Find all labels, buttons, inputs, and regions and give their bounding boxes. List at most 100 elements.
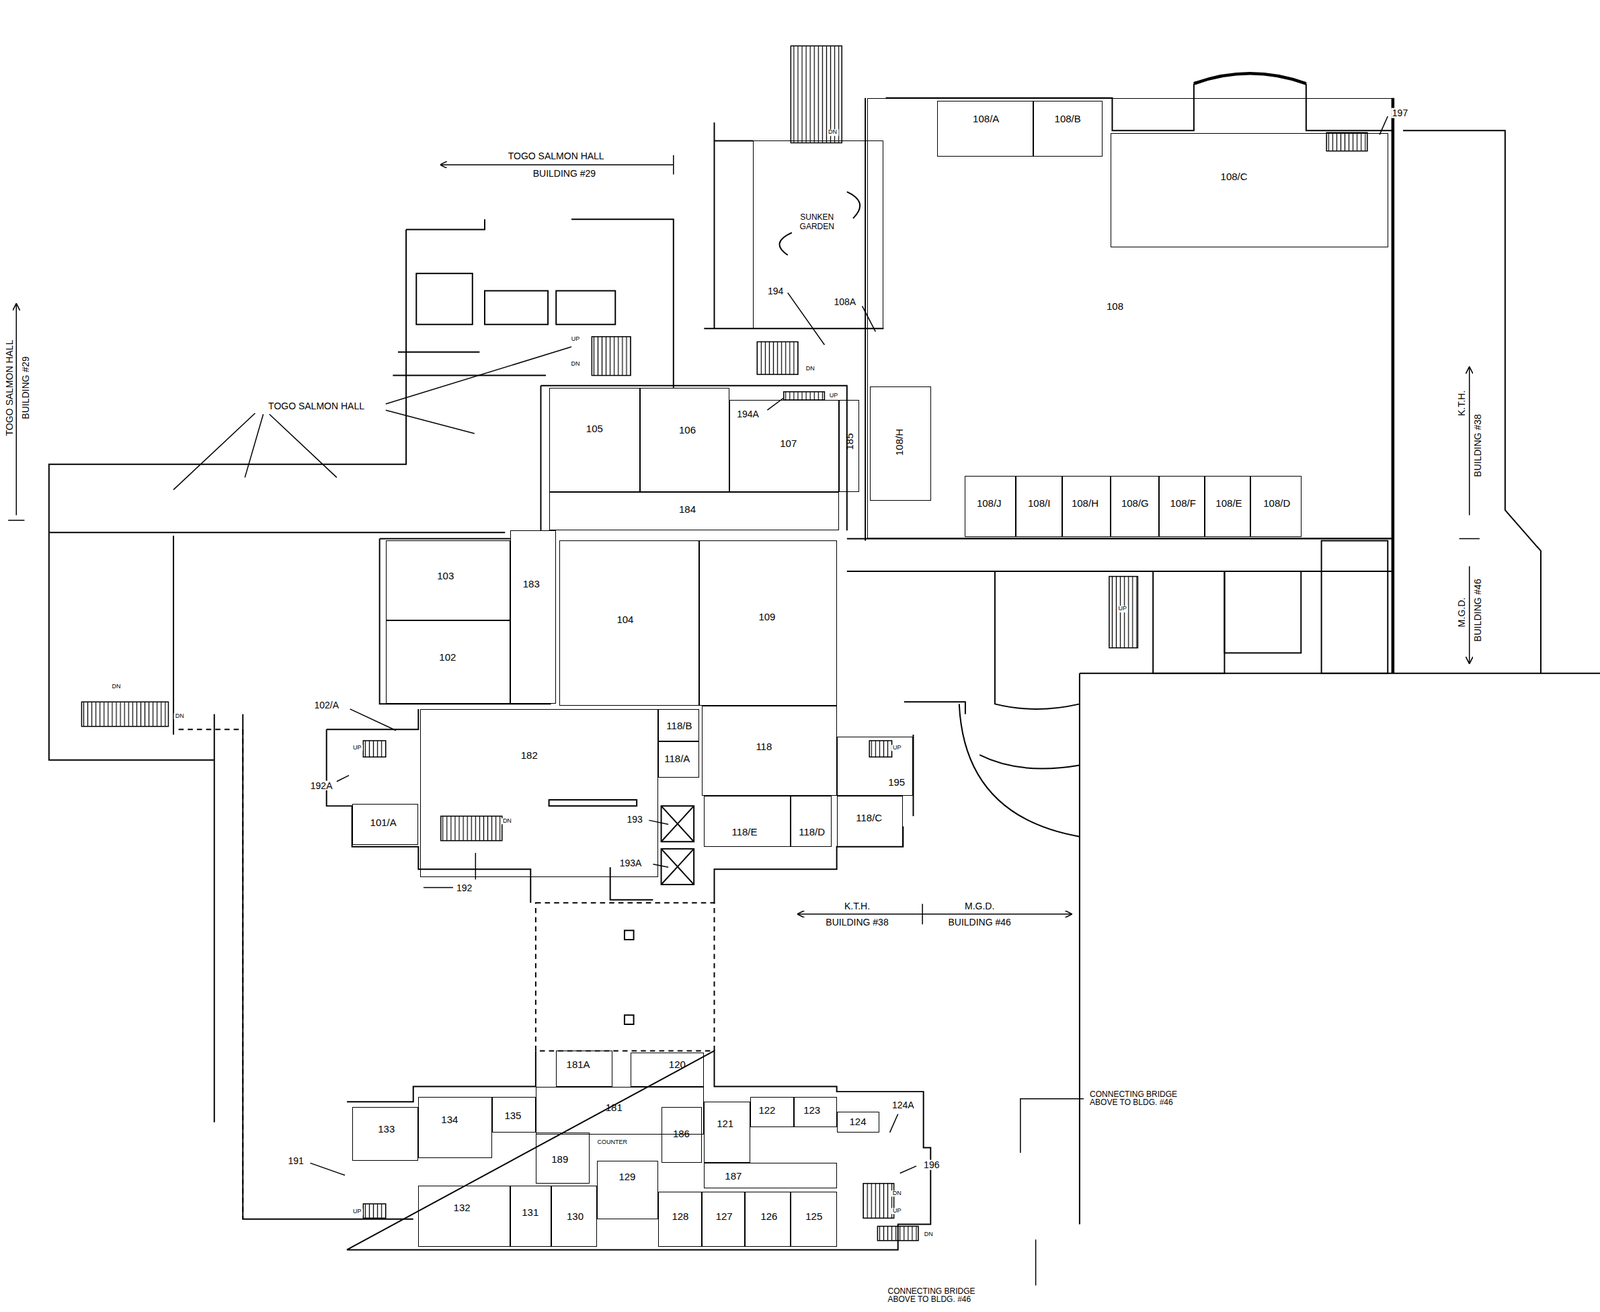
plan-label: 197 [1390,108,1410,119]
stair-direction: COUNTER [595,1139,629,1146]
room-number: 123 [803,1105,821,1117]
stair-direction: DN [804,366,817,373]
room: 109 [699,540,837,706]
room-number: 108/H [1071,498,1099,510]
plan-label: BUILDING #29 [20,354,31,421]
room: 120 [630,1052,704,1087]
room: 118/B [658,709,700,743]
plan-label: 196 [922,1160,941,1171]
room: 108/I [1015,475,1062,538]
stair-direction: DN [923,1231,935,1238]
room: 108/G [1110,475,1159,538]
room-number: 108/F [1169,498,1196,510]
room-number: 118/D [798,826,825,839]
room: 106 [640,387,731,493]
room-number: 108/E [1215,498,1242,510]
room: 103 [385,540,511,620]
plan-label: BUILDING #38 [1472,413,1484,479]
room-number: 104 [616,614,634,626]
room: 101/A [352,804,419,846]
plan-label: K.T.H. [1456,388,1467,417]
room-number: 135 [504,1110,522,1123]
plan-label: 191 [286,1156,305,1167]
room-number: 102 [438,652,456,664]
room: 108/H [1062,475,1112,538]
room-number: 108/H [893,428,905,456]
room: 130 [551,1185,597,1248]
room: 108/D [1250,475,1302,538]
room: 127 [701,1191,745,1248]
plan-label: TOGO SALMON HALL [506,151,606,162]
room-number: 183 [523,578,540,591]
room: 108/C [1110,133,1389,248]
room: 123 [793,1097,837,1129]
room: 125 [790,1191,837,1248]
stair-direction: UP [891,744,903,751]
room-number: 124 [849,1116,866,1129]
room-number: 118/A [664,753,690,766]
room: 105 [549,387,640,493]
plan-label: TOGO SALMON HALL [266,401,366,412]
room-number: 125 [805,1211,823,1223]
room-number: 108/A [972,112,999,125]
room: 118/A [658,741,700,778]
plan-label: 193A [618,858,644,869]
room-number: 118/E [731,826,757,839]
plan-label: M.G.D. [963,901,996,912]
plan-label: BUILDING #46 [1472,577,1484,643]
room-number: 105 [586,423,604,435]
room-number: 118/B [666,720,692,733]
room: 108/H [869,386,932,501]
plan-label: M.G.D. [1456,596,1467,629]
room: 186 [661,1107,703,1164]
room: 108/J [964,475,1016,538]
stair-direction: DN [891,1190,903,1197]
room-number: 195 [888,776,905,788]
room: 182 [420,709,659,878]
plan-label: CONNECTING BRIDGE ABOVE TO BLDG. #46 [1088,1090,1194,1108]
room-number: 189 [551,1154,569,1166]
room-number: 101/A [370,817,397,829]
room: 108/F [1158,475,1205,538]
room: 184 [549,492,839,532]
room-number: 128 [671,1211,689,1223]
room-number: 182 [521,750,538,762]
room: 134 [418,1097,492,1159]
room-number: 108/I [1027,498,1051,510]
stair-direction: DN [570,361,582,368]
room: 129 [596,1161,659,1220]
room: 118/C [836,795,904,848]
room: 131 [510,1185,552,1248]
room-number: 133 [377,1124,395,1136]
stair-direction: DN [174,713,186,720]
stair-direction: DN [110,683,123,690]
plan-label: 192A [309,780,335,791]
room-number: 185 [844,432,856,450]
room-number: 118/C [855,812,883,825]
room-number: 108/D [1263,498,1291,510]
room-number: 122 [758,1105,776,1117]
room: 108/B [1033,100,1103,157]
room: 118/E [703,795,791,848]
room: 126 [744,1191,791,1248]
plan-label: TOGO SALMON HALL [4,338,15,437]
room-number: 132 [453,1202,471,1214]
room: 181A [555,1050,612,1087]
stair-direction: UP [828,392,840,399]
room-number: 118 [755,740,772,753]
room-number: 184 [678,504,696,516]
room: 128 [658,1191,702,1248]
room: 108/E [1204,475,1251,538]
room-number: 186 [672,1128,690,1141]
room-number: 181A [566,1059,591,1071]
room-number: 187 [724,1170,742,1182]
plan-label: 194A [735,409,761,420]
room: 118 [701,705,837,796]
room: 121 [703,1101,750,1164]
room-number: SUNKEN GARDEN [793,213,841,231]
room: 108/A [937,100,1034,157]
room: 104 [559,540,700,706]
room: SUNKEN GARDEN [752,140,884,329]
